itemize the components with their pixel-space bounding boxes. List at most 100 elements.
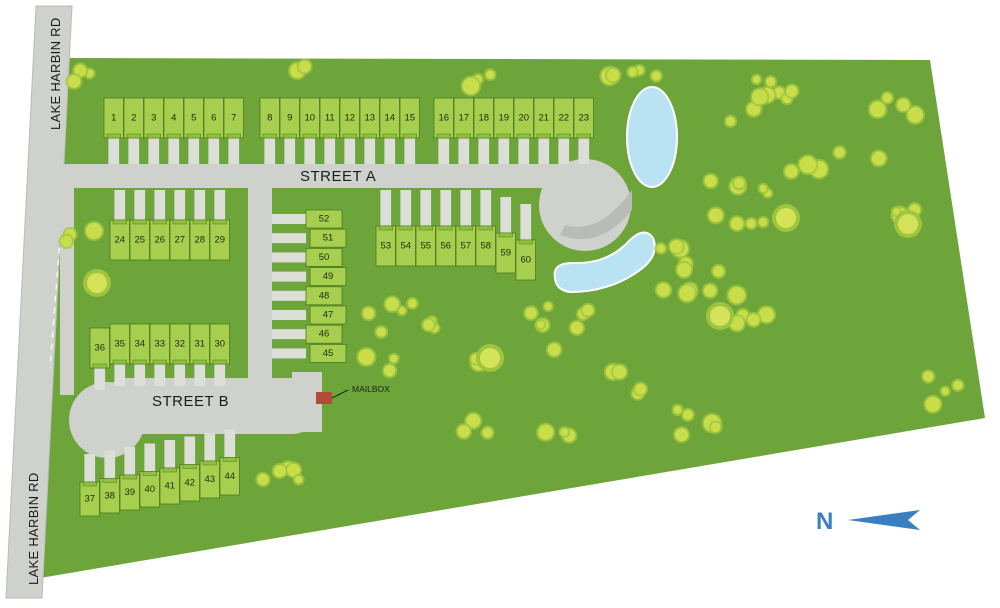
lake-harbin-road-label-bottom: LAKE HARBIN RD [26,472,41,585]
lot-porch [152,359,167,365]
lot[interactable]: 30 [209,323,230,365]
lot[interactable]: 31 [189,323,210,365]
lot[interactable]: 39 [119,474,140,511]
lot[interactable]: 48 [305,286,343,306]
lot[interactable]: 26 [149,219,170,261]
lot[interactable]: 28 [189,219,210,261]
lot[interactable]: 13 [359,97,380,139]
lot[interactable]: 40 [139,471,160,508]
driveway [420,190,432,226]
lot[interactable]: 53 [375,225,396,267]
driveway [124,447,136,475]
lot[interactable]: 25 [129,219,150,261]
lot-porch [192,219,207,225]
lot-porch [166,133,181,139]
lot[interactable]: 24 [109,219,130,261]
lot[interactable]: 10 [299,97,320,139]
lot[interactable]: 9 [279,97,300,139]
lot-number: 37 [84,494,95,505]
tree-icon [747,313,760,326]
lot[interactable]: 16 [433,97,454,139]
driveway [208,138,220,164]
lot-porch [458,225,473,231]
lot-porch [206,133,221,139]
lot-porch [162,467,177,473]
lot[interactable]: 51 [309,228,347,248]
tree-icon [953,380,963,391]
lot[interactable]: 36 [89,327,110,369]
lot[interactable]: 46 [305,324,343,344]
tree-icon [74,64,87,77]
tree-icon [398,307,406,315]
lot[interactable]: 52 [305,209,343,229]
lot[interactable]: 56 [435,225,456,267]
lot-porch [152,219,167,225]
lot[interactable]: 38 [99,478,120,514]
lot[interactable]: 3 [143,97,164,139]
tree-icon [485,70,495,80]
lot[interactable]: 32 [169,323,190,365]
lot[interactable]: 54 [395,225,416,267]
lot[interactable]: 8 [259,97,280,139]
left-connector-road [60,185,74,395]
lot[interactable]: 27 [169,219,190,261]
lot[interactable]: 6 [203,97,224,139]
lot-porch [112,359,127,365]
driveway [578,138,590,164]
lot[interactable]: 42 [179,464,200,502]
lot[interactable]: 22 [553,97,574,139]
lot[interactable]: 29 [209,219,230,261]
lot[interactable]: 43 [199,460,220,499]
lot[interactable]: 55 [415,225,436,267]
lot-porch [172,219,187,225]
lot[interactable]: 59 [495,232,516,274]
lot-number: 31 [194,339,205,350]
driveway [272,214,306,224]
lot[interactable]: 20 [513,97,534,139]
lot[interactable]: 49 [309,267,347,287]
lot[interactable]: 47 [309,305,347,325]
lot[interactable]: 14 [379,97,400,139]
lot[interactable]: 17 [453,97,474,139]
lot[interactable]: 7 [223,97,244,139]
lot[interactable]: 5 [183,97,204,139]
driveway [272,271,306,282]
tree-icon [675,428,689,442]
lot-porch [92,363,107,369]
lot[interactable]: 15 [399,97,420,139]
lot[interactable]: 44 [219,457,240,496]
lot-porch [282,133,297,139]
lot[interactable]: 11 [319,97,340,139]
lot[interactable]: 41 [159,467,180,505]
street-a-label: STREET A [300,168,376,185]
driveway [498,138,510,164]
lot[interactable]: 19 [493,97,514,139]
tree-icon [656,283,671,297]
lot[interactable]: 4 [163,97,184,139]
lot[interactable]: 45 [309,343,347,363]
lot-number: 9 [287,113,292,124]
lot-number: 39 [124,487,135,498]
lot[interactable]: 12 [339,97,360,139]
lot[interactable]: 50 [305,247,343,267]
tree-icon [733,177,745,189]
lot[interactable]: 1 [103,97,124,139]
tree-icon [376,326,387,338]
lot[interactable]: 60 [515,239,536,281]
lot[interactable]: 37 [79,481,100,517]
lot[interactable]: 23 [573,97,594,139]
driveway [520,204,532,240]
lot-porch [146,133,161,139]
lot[interactable]: 57 [455,225,476,267]
lot[interactable]: 18 [473,97,494,139]
lot[interactable]: 21 [533,97,554,139]
driveway [194,190,206,220]
lot[interactable]: 35 [109,323,130,365]
lot[interactable]: 34 [129,323,150,365]
lot[interactable]: 2 [123,97,144,139]
tree-icon [941,387,950,395]
lot[interactable]: 33 [149,323,170,365]
tree-icon [892,208,900,216]
lot-number: 11 [325,113,335,124]
lot[interactable]: 58 [475,225,496,267]
